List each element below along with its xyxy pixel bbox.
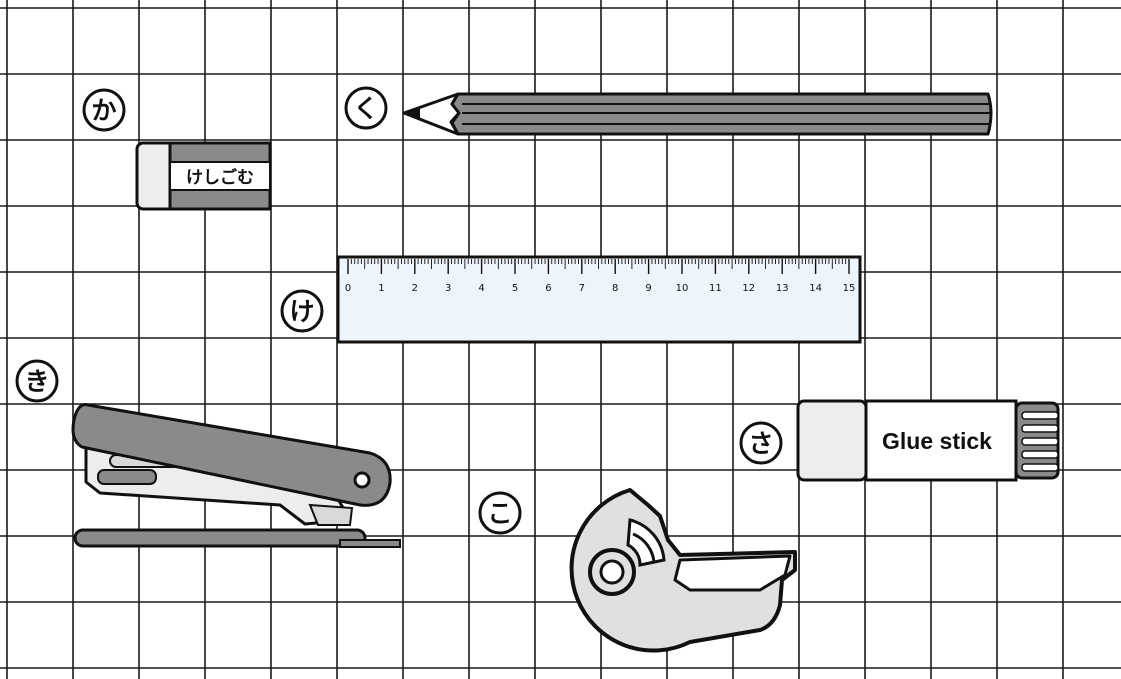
label-ku-circle: [344, 86, 388, 130]
item-glue-stick-group: さ Glue stick: [739, 399, 1060, 482]
ruler-number: 4: [478, 283, 484, 294]
label-ko: こ: [487, 499, 512, 528]
ruler-number: 13: [776, 283, 789, 294]
tape-dispenser: [569, 488, 797, 653]
ruler-number: 9: [645, 283, 651, 294]
label-ka: か: [91, 96, 116, 125]
ruler-number: 15: [843, 283, 856, 294]
ruler-number: 11: [709, 283, 722, 294]
ruler-ticks: [347, 259, 850, 274]
label-ku: く: [353, 94, 378, 123]
glue-stick: Glue stick: [796, 399, 1060, 482]
ruler-number: 0: [345, 283, 351, 294]
item-eraser-group: か けしごむ: [82, 88, 272, 211]
ruler-number: 12: [742, 283, 755, 294]
ruler-number: 5: [512, 283, 518, 294]
label-ka-circle: [82, 88, 126, 132]
eraser-label: けしごむ: [186, 167, 254, 188]
stapler: [71, 403, 401, 548]
ruler-number: 14: [809, 283, 822, 294]
glue-stick-label: Glue stick: [882, 428, 992, 454]
pencil: [402, 92, 993, 136]
ruler-number: 10: [676, 283, 689, 294]
ruler-number: 8: [612, 283, 618, 294]
ruler-number: 2: [412, 283, 418, 294]
item-pencil-group: く: [344, 86, 993, 136]
label-ki-circle: [15, 359, 59, 403]
label-ke: け: [289, 297, 314, 326]
label-ke-circle: [280, 289, 324, 333]
ruler-number: 3: [445, 283, 451, 294]
item-tape-dispenser-group: こ: [478, 488, 797, 653]
item-stapler-group: き: [15, 359, 401, 548]
label-ko-circle: [478, 491, 522, 535]
label-sa-circle: [739, 421, 783, 465]
ruler-number: 1: [378, 283, 384, 294]
ruler-number: 7: [579, 283, 585, 294]
ruler-number: 6: [545, 283, 551, 294]
label-sa: さ: [748, 429, 773, 458]
label-ki: き: [24, 367, 49, 396]
eraser: けしごむ: [135, 141, 272, 211]
